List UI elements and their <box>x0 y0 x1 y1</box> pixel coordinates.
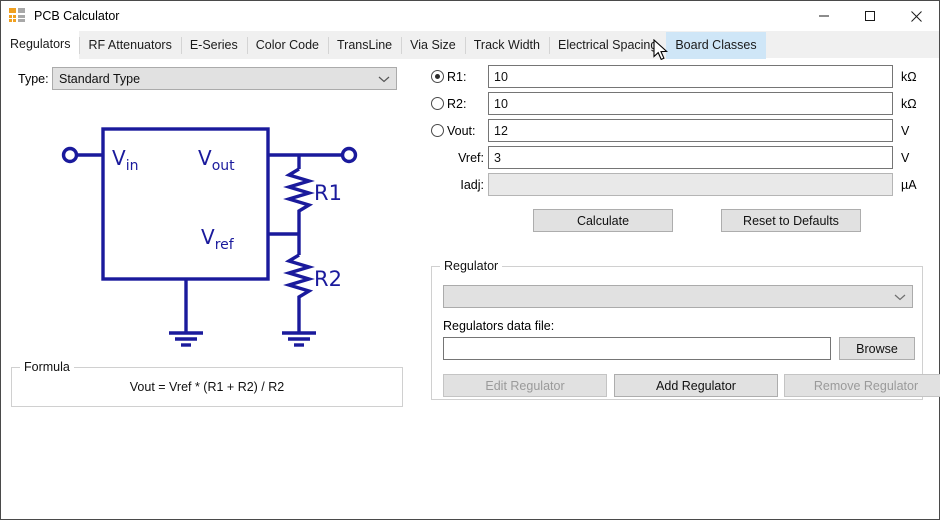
minimize-button[interactable] <box>801 1 847 31</box>
type-select-value: Standard Type <box>59 71 141 86</box>
tab-transline[interactable]: TransLine <box>328 32 402 59</box>
tab-label: Board Classes <box>675 38 757 52</box>
window-title: PCB Calculator <box>34 9 120 23</box>
tab-label: Regulators <box>10 37 71 51</box>
label-vout: Vout: <box>447 123 476 138</box>
input-vref[interactable]: 3 <box>488 146 893 169</box>
chevron-down-icon <box>378 76 390 82</box>
formula-group-title: Formula <box>20 360 74 374</box>
reset-to-defaults-button[interactable]: Reset to Defaults <box>721 209 861 232</box>
regulator-select[interactable] <box>443 285 913 308</box>
tab-rf-attenuators[interactable]: RF Attenuators <box>79 32 181 59</box>
field-row-vout: Vout: 12 V <box>431 119 931 142</box>
vin-terminal <box>61 146 79 164</box>
vin-label: Vin <box>112 146 138 174</box>
right-pane: R1: 10 kΩ R2: 10 kΩ Vout: 12 V Vref: 3 V <box>431 59 931 519</box>
unit-vout: V <box>901 123 910 138</box>
browse-button[interactable]: Browse <box>839 337 915 360</box>
input-iadj <box>488 173 893 196</box>
edit-regulator-label: Edit Regulator <box>485 378 565 393</box>
tab-label: RF Attenuators <box>88 38 172 52</box>
input-r1-value: 10 <box>494 69 508 84</box>
vout-terminal <box>340 146 358 164</box>
type-label: Type: <box>18 71 49 86</box>
tab-label: E-Series <box>189 38 238 52</box>
label-r1: R1: <box>447 69 467 84</box>
ground-symbol-regulator <box>169 331 203 347</box>
remove-regulator-button: Remove Regulator <box>784 374 940 397</box>
edit-regulator-button: Edit Regulator <box>443 374 607 397</box>
add-regulator-button[interactable]: Add Regulator <box>614 374 778 397</box>
calculate-button[interactable]: Calculate <box>533 209 673 232</box>
type-row: Type: Standard Type <box>18 67 397 90</box>
reset-button-label: Reset to Defaults <box>743 213 839 228</box>
label-vref: Vref: <box>458 150 484 165</box>
tab-label: Color Code <box>255 38 319 52</box>
tab-board-classes[interactable]: Board Classes <box>666 32 766 59</box>
maximize-button[interactable] <box>847 1 893 31</box>
radio-r1[interactable] <box>431 70 444 83</box>
vout-label: Vout <box>198 146 235 174</box>
label-r2: R2: <box>447 96 467 111</box>
tab-bar: Regulators RF Attenuators E-Series Color… <box>1 31 939 60</box>
field-row-vref: Vref: 3 V <box>431 146 931 169</box>
vref-label: Vref <box>201 225 235 253</box>
formula-text: Vout = Vref * (R1 + R2) / R2 <box>129 380 285 394</box>
input-vout[interactable]: 12 <box>488 119 893 142</box>
tab-electrical-spacing[interactable]: Electrical Spacing <box>548 32 667 59</box>
field-row-r2: R2: 10 kΩ <box>431 92 931 115</box>
tab-via-size[interactable]: Via Size <box>401 32 465 59</box>
chevron-down-icon <box>894 294 906 300</box>
ground-symbol-divider <box>282 331 316 347</box>
tab-label: TransLine <box>337 38 393 52</box>
tab-label: Via Size <box>410 38 456 52</box>
regulators-data-file-input[interactable] <box>443 337 831 360</box>
tab-content-regulators: Type: Standard Type <box>1 59 940 519</box>
radio-vout[interactable] <box>431 124 444 137</box>
regulator-schematic: Vin Vout Vref R1 R2 <box>61 127 358 347</box>
formula-group: Formula Vout = Vref * (R1 + R2) / R2 <box>11 360 403 407</box>
window-controls <box>801 1 939 31</box>
input-vref-value: 3 <box>494 150 501 165</box>
type-select[interactable]: Standard Type <box>52 67 397 90</box>
regulator-group-title: Regulator <box>440 259 503 273</box>
remove-regulator-label: Remove Regulator <box>813 378 919 393</box>
tab-track-width[interactable]: Track Width <box>464 32 549 59</box>
unit-iadj: µA <box>901 177 917 192</box>
unit-r2: kΩ <box>901 96 917 111</box>
tab-color-code[interactable]: Color Code <box>246 32 328 59</box>
resistor-r2 <box>283 253 315 303</box>
title-bar: PCB Calculator <box>1 1 939 31</box>
calculator-icon <box>9 8 25 24</box>
regulators-data-file-label: Regulators data file: <box>443 319 555 333</box>
regulator-group: Regulator Regulators data file: Browse E… <box>431 259 940 400</box>
unit-r1: kΩ <box>901 69 917 84</box>
tab-regulators[interactable]: Regulators <box>1 31 80 60</box>
tab-label: Electrical Spacing <box>557 38 658 52</box>
calculate-button-label: Calculate <box>576 213 630 228</box>
browse-button-label: Browse <box>856 341 898 356</box>
resistor-r1 <box>283 167 315 217</box>
input-vout-value: 12 <box>494 123 508 138</box>
add-regulator-label: Add Regulator <box>656 378 736 393</box>
r2-label: R2 <box>314 267 342 291</box>
tab-label: Track Width <box>473 38 540 52</box>
input-r2[interactable]: 10 <box>488 92 893 115</box>
radio-r2[interactable] <box>431 97 444 110</box>
input-r2-value: 10 <box>494 96 508 111</box>
close-button[interactable] <box>893 1 939 31</box>
field-row-iadj: Iadj: µA <box>431 173 931 196</box>
tab-e-series[interactable]: E-Series <box>180 32 247 59</box>
field-row-r1: R1: 10 kΩ <box>431 65 931 88</box>
input-r1[interactable]: 10 <box>488 65 893 88</box>
label-iadj: Iadj: <box>460 177 484 192</box>
r1-label: R1 <box>314 181 342 205</box>
unit-vref: V <box>901 150 910 165</box>
